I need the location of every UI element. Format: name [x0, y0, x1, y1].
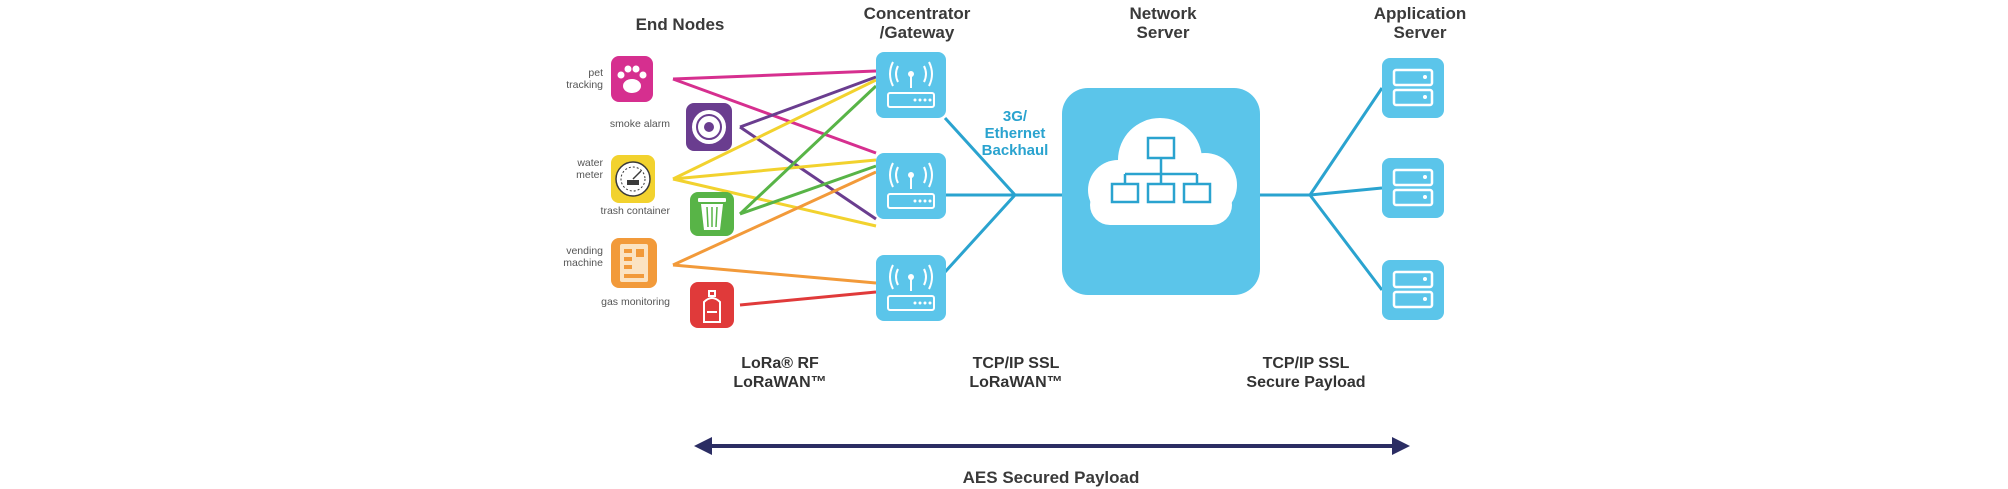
paw-icon [617, 65, 647, 93]
svg-text:gas monitoring: gas monitoring [601, 296, 670, 308]
antenna-icon [889, 264, 933, 290]
header-network-line1: Network [1129, 4, 1197, 23]
link-water-gw1 [672, 78, 877, 181]
link-vending-gw2 [672, 170, 877, 267]
header-gateway-line2: /Gateway [880, 23, 955, 42]
node-vending-machine: vending machine [563, 238, 657, 288]
network-server [1062, 88, 1260, 295]
link-pet-gw1 [672, 69, 877, 81]
link-smoke-gw1 [739, 75, 877, 129]
aes-secured-payload-label: AES Secured Payload [963, 468, 1140, 487]
protocol-tcp2-line1: TCP/IP SSL [1263, 355, 1350, 372]
application-server-1 [1382, 58, 1444, 118]
gateway-3 [876, 255, 946, 321]
node-gas-monitoring: gas monitoring [601, 282, 734, 328]
link-gas-gw3 [739, 290, 877, 307]
antenna-icon [889, 61, 933, 87]
gateway-2 [876, 153, 946, 219]
antenna-icon [889, 162, 933, 188]
svg-text:machine: machine [563, 257, 603, 269]
application-server-3 [1382, 260, 1444, 320]
node-pet-tracking: pet tracking [566, 56, 653, 102]
link-pet-gw2 [672, 77, 877, 155]
server-rack-icon [1392, 68, 1434, 107]
network-hierarchy-icon [1110, 136, 1212, 204]
node-water-meter: water meter [576, 155, 655, 203]
node-smoke-alarm: smoke alarm [610, 103, 732, 151]
protocol-tcp2-line2: Secure Payload [1246, 374, 1365, 391]
link-trash-gw1 [738, 84, 878, 216]
backhaul-label-line2: Ethernet [985, 125, 1046, 142]
backhaul-label-line1: 3G/ [1003, 108, 1028, 125]
header-application-line1: Application [1374, 4, 1467, 23]
aes-double-arrow [694, 437, 1410, 455]
link-vending-gw3 [672, 263, 877, 285]
gas-tank-icon [703, 290, 721, 323]
application-server-2 [1382, 158, 1444, 218]
link-water-gw2 [672, 158, 877, 181]
svg-text:pet: pet [588, 67, 603, 79]
trash-icon [698, 198, 726, 230]
svg-text:vending: vending [566, 245, 603, 257]
header-gateway-line1: Concentrator [864, 4, 971, 23]
protocol-tcp1-line2: LoRaWAN™ [969, 374, 1062, 391]
backhaul-links [943, 116, 1062, 274]
header-network-line2: Server [1137, 23, 1190, 42]
gateway-1 [876, 52, 946, 118]
link-trash-gw2 [739, 164, 877, 216]
header-end-nodes: End Nodes [636, 15, 725, 34]
smoke-alarm-icon [692, 110, 726, 144]
server-rack-icon [1392, 270, 1434, 309]
svg-text:smoke alarm: smoke alarm [610, 118, 670, 130]
protocol-tcp1-line1: TCP/IP SSL [973, 355, 1060, 372]
svg-text:meter: meter [576, 169, 603, 181]
svg-text:trash container: trash container [601, 205, 671, 217]
water-meter-icon [615, 161, 651, 197]
protocol-lora-line2: LoRaWAN™ [733, 374, 826, 391]
header-application-line2: Server [1394, 23, 1447, 42]
node-trash-container: trash container [601, 192, 734, 236]
backhaul-label-line3: Backhaul [982, 142, 1049, 159]
vending-machine-icon [620, 244, 648, 282]
rf-links [672, 69, 878, 307]
link-smoke-gw3 [739, 125, 877, 221]
svg-text:tracking: tracking [566, 79, 603, 91]
server-rack-icon [1392, 168, 1434, 207]
svg-text:water: water [576, 157, 603, 169]
protocol-lora-line1: LoRa® RF [741, 355, 819, 372]
server-links [1260, 87, 1384, 291]
